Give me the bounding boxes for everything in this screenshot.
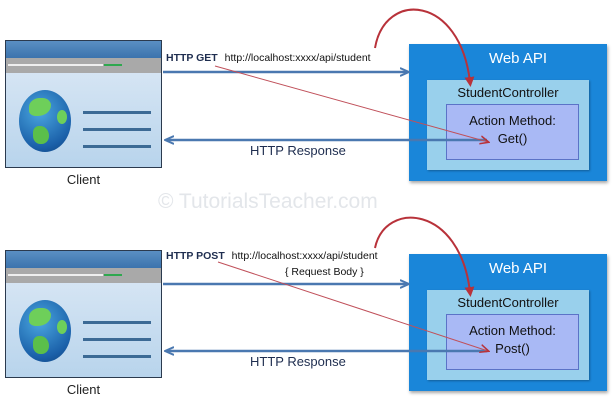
request-url: http://localhost:xxxx/api/student [231,250,378,262]
controller-title: StudentController [457,295,559,310]
action-method-box: Action Method: Get() [446,104,579,160]
student-controller-box: StudentController Action Method: Get() [427,80,589,170]
content-line [83,338,151,341]
browser-titlebar [6,251,161,268]
action-method-name: Post() [495,341,530,356]
client-label: Client [66,382,101,397]
web-api-box: Web API StudentController Action Method:… [409,254,607,391]
web-api-title: Web API [488,50,548,67]
address-progress [104,274,122,276]
content-line [83,145,151,148]
content-line [83,321,151,324]
address-line [8,274,103,276]
content-line [83,128,151,131]
action-method-box: Action Method: Post() [446,314,579,370]
address-progress [104,64,122,66]
browser-address-bar [6,268,161,283]
request-url: http://localhost:xxxx/api/student [224,52,371,64]
client-browser-post [5,250,162,378]
http-post-request-label: HTTP POST http://localhost:xxxx/api/stud… [166,250,378,262]
action-title: Action Method: [469,323,556,338]
web-api-box: Web API StudentController Action Method:… [409,44,607,181]
http-get-request-label: HTTP GET http://localhost:xxxx/api/stude… [166,52,371,64]
client-label: Client [66,172,101,187]
client-browser-get [5,40,162,168]
http-method: HTTP GET [166,52,218,64]
globe-icon [19,90,71,152]
address-line [8,64,103,66]
browser-address-bar [6,58,161,73]
globe-icon [19,300,71,362]
controller-title: StudentController [457,85,559,100]
student-controller-box: StudentController Action Method: Post() [427,290,589,380]
http-response-label: HTTP Response [250,354,346,369]
content-line [83,355,151,358]
request-body-label: { Request Body } [285,266,364,278]
watermark: © TutorialsTeacher.com [158,190,378,213]
action-title: Action Method: [469,113,556,128]
browser-titlebar [6,41,161,58]
http-method: HTTP POST [166,250,225,262]
http-response-label: HTTP Response [250,143,346,158]
content-line [83,111,151,114]
web-api-title: Web API [488,260,548,277]
action-method-name: Get() [497,131,528,146]
